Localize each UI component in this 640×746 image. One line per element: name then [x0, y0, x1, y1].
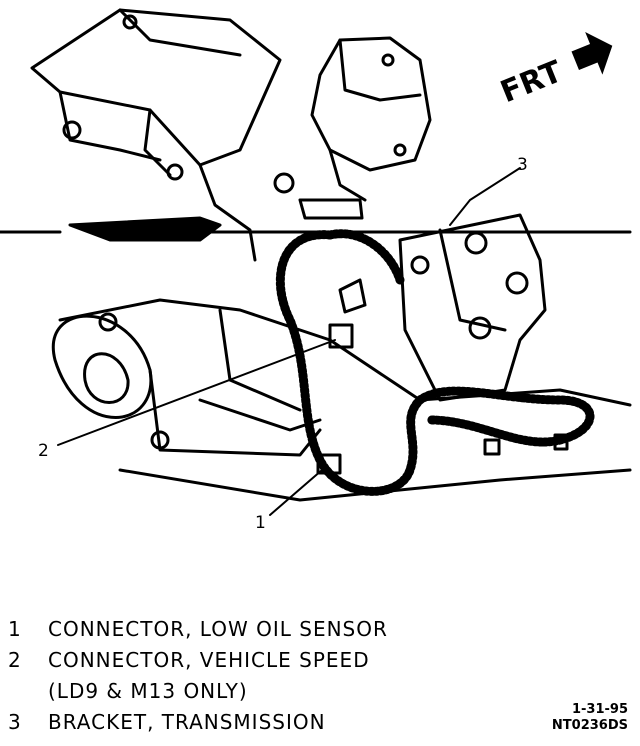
legend-text: BRACKET, TRANSMISSION: [48, 710, 326, 734]
legend: 1 CONNECTOR, LOW OIL SENSOR 2 CONNECTOR,…: [8, 614, 388, 738]
legend-text: CONNECTOR, LOW OIL SENSOR: [48, 617, 388, 641]
legend-text: (LD9 & M13 ONLY): [48, 679, 248, 703]
front-direction-indicator: FRT: [496, 31, 613, 110]
figure-reference: 1-31-95 NT0236DS: [552, 702, 628, 734]
legend-number: 2: [8, 648, 22, 672]
legend-item: (LD9 & M13 ONLY): [8, 676, 388, 707]
engine-diagram: FRT 1 2 3: [0, 8, 632, 533]
front-direction-label: FRT: [496, 54, 568, 110]
low-oil-sensor-connector: [316, 453, 342, 475]
upper-cover: [30, 8, 282, 167]
upper-sensor: [310, 36, 432, 172]
legend-number: [8, 676, 48, 707]
legend-item: 3 BRACKET, TRANSMISSION: [8, 707, 388, 738]
legend-number: 3: [8, 710, 22, 734]
legend-number: 1: [8, 617, 22, 641]
figure-date: 1-31-95: [571, 702, 628, 717]
callout-2: 2: [38, 441, 49, 461]
callout-3: 3: [517, 155, 528, 175]
lower-housing: [58, 298, 632, 407]
legend-text: CONNECTOR, VEHICLE SPEED: [48, 648, 370, 672]
legend-item: 2 CONNECTOR, VEHICLE SPEED: [8, 645, 388, 676]
legend-item: 1 CONNECTOR, LOW OIL SENSOR: [8, 614, 388, 645]
wiring-harness: [275, 230, 595, 496]
figure-id: NT0236DS: [551, 718, 628, 733]
callout-1: 1: [255, 513, 266, 533]
vehicle-speed-connector: [328, 323, 354, 349]
transmission-bracket: [398, 213, 547, 402]
